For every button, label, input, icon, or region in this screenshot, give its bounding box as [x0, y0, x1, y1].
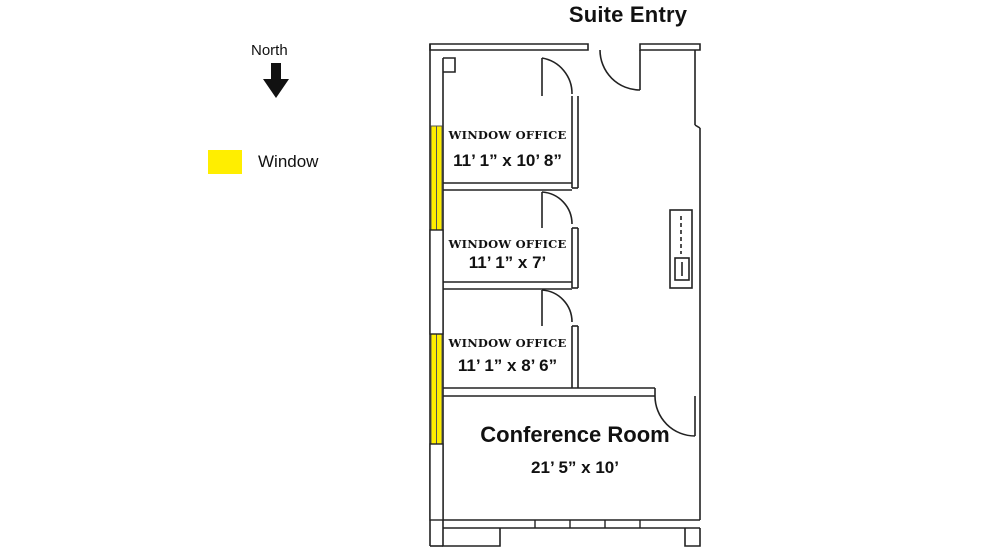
room-2-label: WINDOW OFFICE — [448, 237, 567, 251]
window-legend-swatch — [208, 150, 242, 174]
room-1-dimensions: 11’ 1” x 10’ 8” — [453, 151, 562, 170]
room-3-label: WINDOW OFFICE — [448, 336, 567, 350]
window-legend-label: Window — [258, 152, 319, 171]
north-arrow-icon — [263, 63, 289, 98]
conference-room-dimensions: 21’ 5” x 10’ — [531, 458, 619, 477]
room-2-dimensions: 11’ 1” x 7’ — [468, 253, 547, 272]
room-1-label: WINDOW OFFICE — [448, 128, 567, 142]
north-label: North — [251, 42, 288, 59]
suite-entry-title: Suite Entry — [568, 2, 688, 27]
room-3-dimensions: 11’ 1” x 8’ 6” — [457, 356, 558, 375]
conference-room-label: Conference Room — [480, 422, 670, 447]
